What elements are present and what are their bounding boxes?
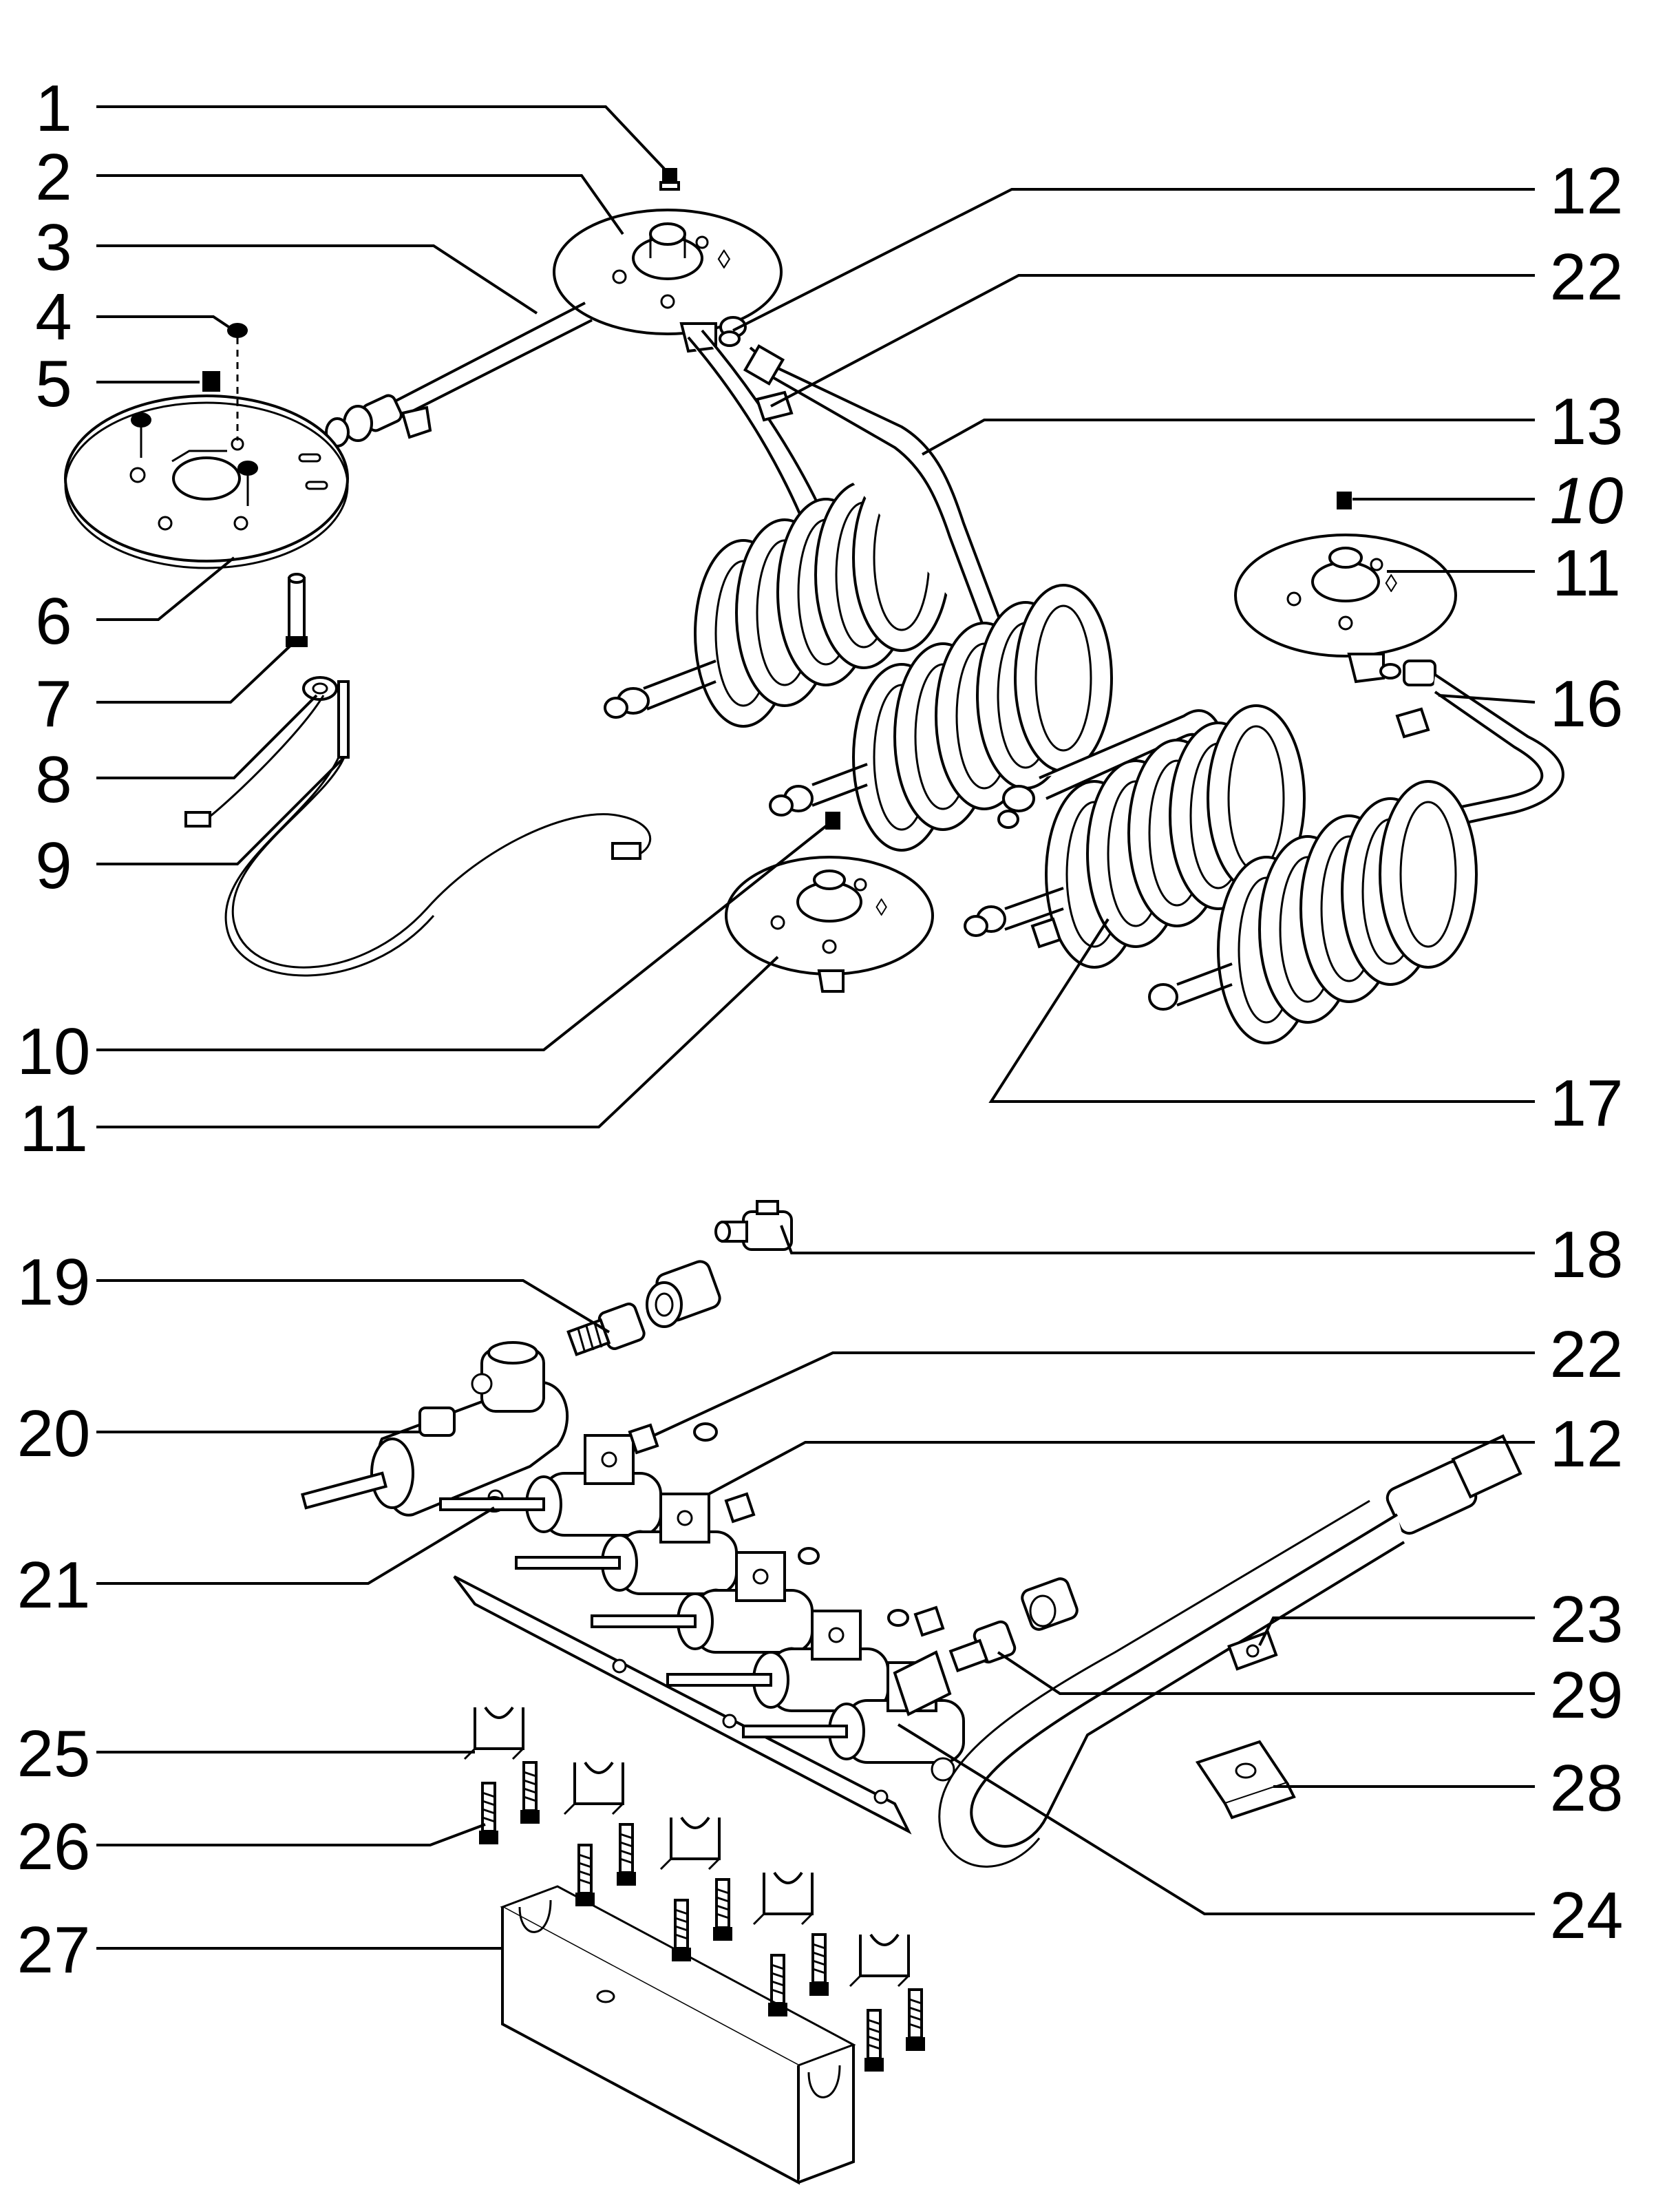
- callout-20: 20: [17, 1397, 91, 1471]
- callout-16: 16: [1550, 667, 1624, 741]
- callout-9: 9: [35, 829, 72, 903]
- callout-24: 24: [1550, 1879, 1624, 1952]
- callout-3: 3: [35, 211, 72, 284]
- callout-28: 28: [1550, 1751, 1624, 1825]
- callout-10-right: 10: [1550, 464, 1624, 538]
- screw-group-6: [131, 412, 258, 506]
- callout-27: 27: [17, 1913, 91, 1987]
- callout-6: 6: [35, 584, 72, 658]
- coil-d-tube-16: [1148, 660, 1564, 1044]
- nut-19a: [646, 1260, 721, 1328]
- callout-4: 4: [35, 280, 72, 354]
- callout-10-left: 10: [17, 1015, 91, 1088]
- nut-29: [1021, 1577, 1079, 1631]
- adaptor-19: [566, 1303, 646, 1357]
- tray-27: [500, 1885, 856, 2185]
- callout-26: 26: [17, 1810, 91, 1884]
- burner-plate-11-right: ꕺ: [1234, 534, 1457, 684]
- callout-7: 7: [35, 667, 72, 741]
- burner-plate-11-centre: ꕺ: [725, 856, 934, 993]
- callout-21: 21: [17, 1548, 91, 1622]
- jet-10-right: [1337, 492, 1352, 509]
- coil-c: [964, 704, 1306, 969]
- gas-rail-23: [938, 1434, 1522, 1868]
- o-ring-12-top: [719, 330, 741, 347]
- callout-2: 2: [35, 140, 72, 214]
- jet-5: [202, 371, 220, 392]
- callout-8: 8: [35, 743, 72, 817]
- gas-tube-3: [325, 302, 593, 447]
- callout-18: 18: [1550, 1218, 1624, 1292]
- jet-1: [659, 168, 680, 191]
- callout-12-top: 12: [1550, 154, 1624, 228]
- burner-plate-6: [64, 394, 349, 569]
- callout-19: 19: [17, 1245, 91, 1319]
- fitting-18: [714, 1200, 793, 1251]
- callout-1: 1: [35, 72, 72, 145]
- valve-manifold: [439, 1434, 965, 1835]
- thermocouple-7: [286, 573, 308, 647]
- callout-25: 25: [17, 1717, 91, 1791]
- callout-11-left: 11: [19, 1092, 88, 1166]
- callout-22-top: 22: [1550, 240, 1624, 314]
- callout-12-bottom: 12: [1550, 1407, 1624, 1481]
- clamp-28: [1195, 1740, 1296, 1820]
- callout-23: 23: [1550, 1583, 1624, 1656]
- coil-a: [604, 329, 951, 728]
- o-ring-12-bottom: [693, 1422, 909, 1627]
- svg-text:ꕺ: ꕺ: [1383, 570, 1399, 598]
- callout-11-right: 11: [1552, 536, 1621, 610]
- svg-text:ꕺ: ꕺ: [716, 244, 732, 275]
- screw-4: [227, 323, 248, 441]
- callout-5: 5: [35, 347, 72, 421]
- thermocouple-wire-9: [184, 680, 652, 977]
- svg-text:ꕺ: ꕺ: [874, 894, 889, 922]
- coil-b-tube-13: [719, 316, 1113, 852]
- clip-22-bottom: [628, 1423, 945, 1637]
- callout-29: 29: [1550, 1658, 1624, 1732]
- adaptor-29: [948, 1620, 1017, 1673]
- nut-8: [302, 676, 338, 701]
- callout-17: 17: [1550, 1066, 1624, 1140]
- leader-lines: [96, 105, 1536, 1950]
- callout-numbers: 1 2 3 4 5 6 7 8 9 10 11 12 22 13 10 11 1…: [17, 72, 1624, 1987]
- callout-22-bottom: 22: [1550, 1318, 1624, 1391]
- jet-10-centre: [825, 812, 840, 830]
- valve-20: [301, 1341, 569, 1517]
- callout-13: 13: [1550, 385, 1624, 459]
- burner-plate-2: ꕺ: [553, 209, 783, 353]
